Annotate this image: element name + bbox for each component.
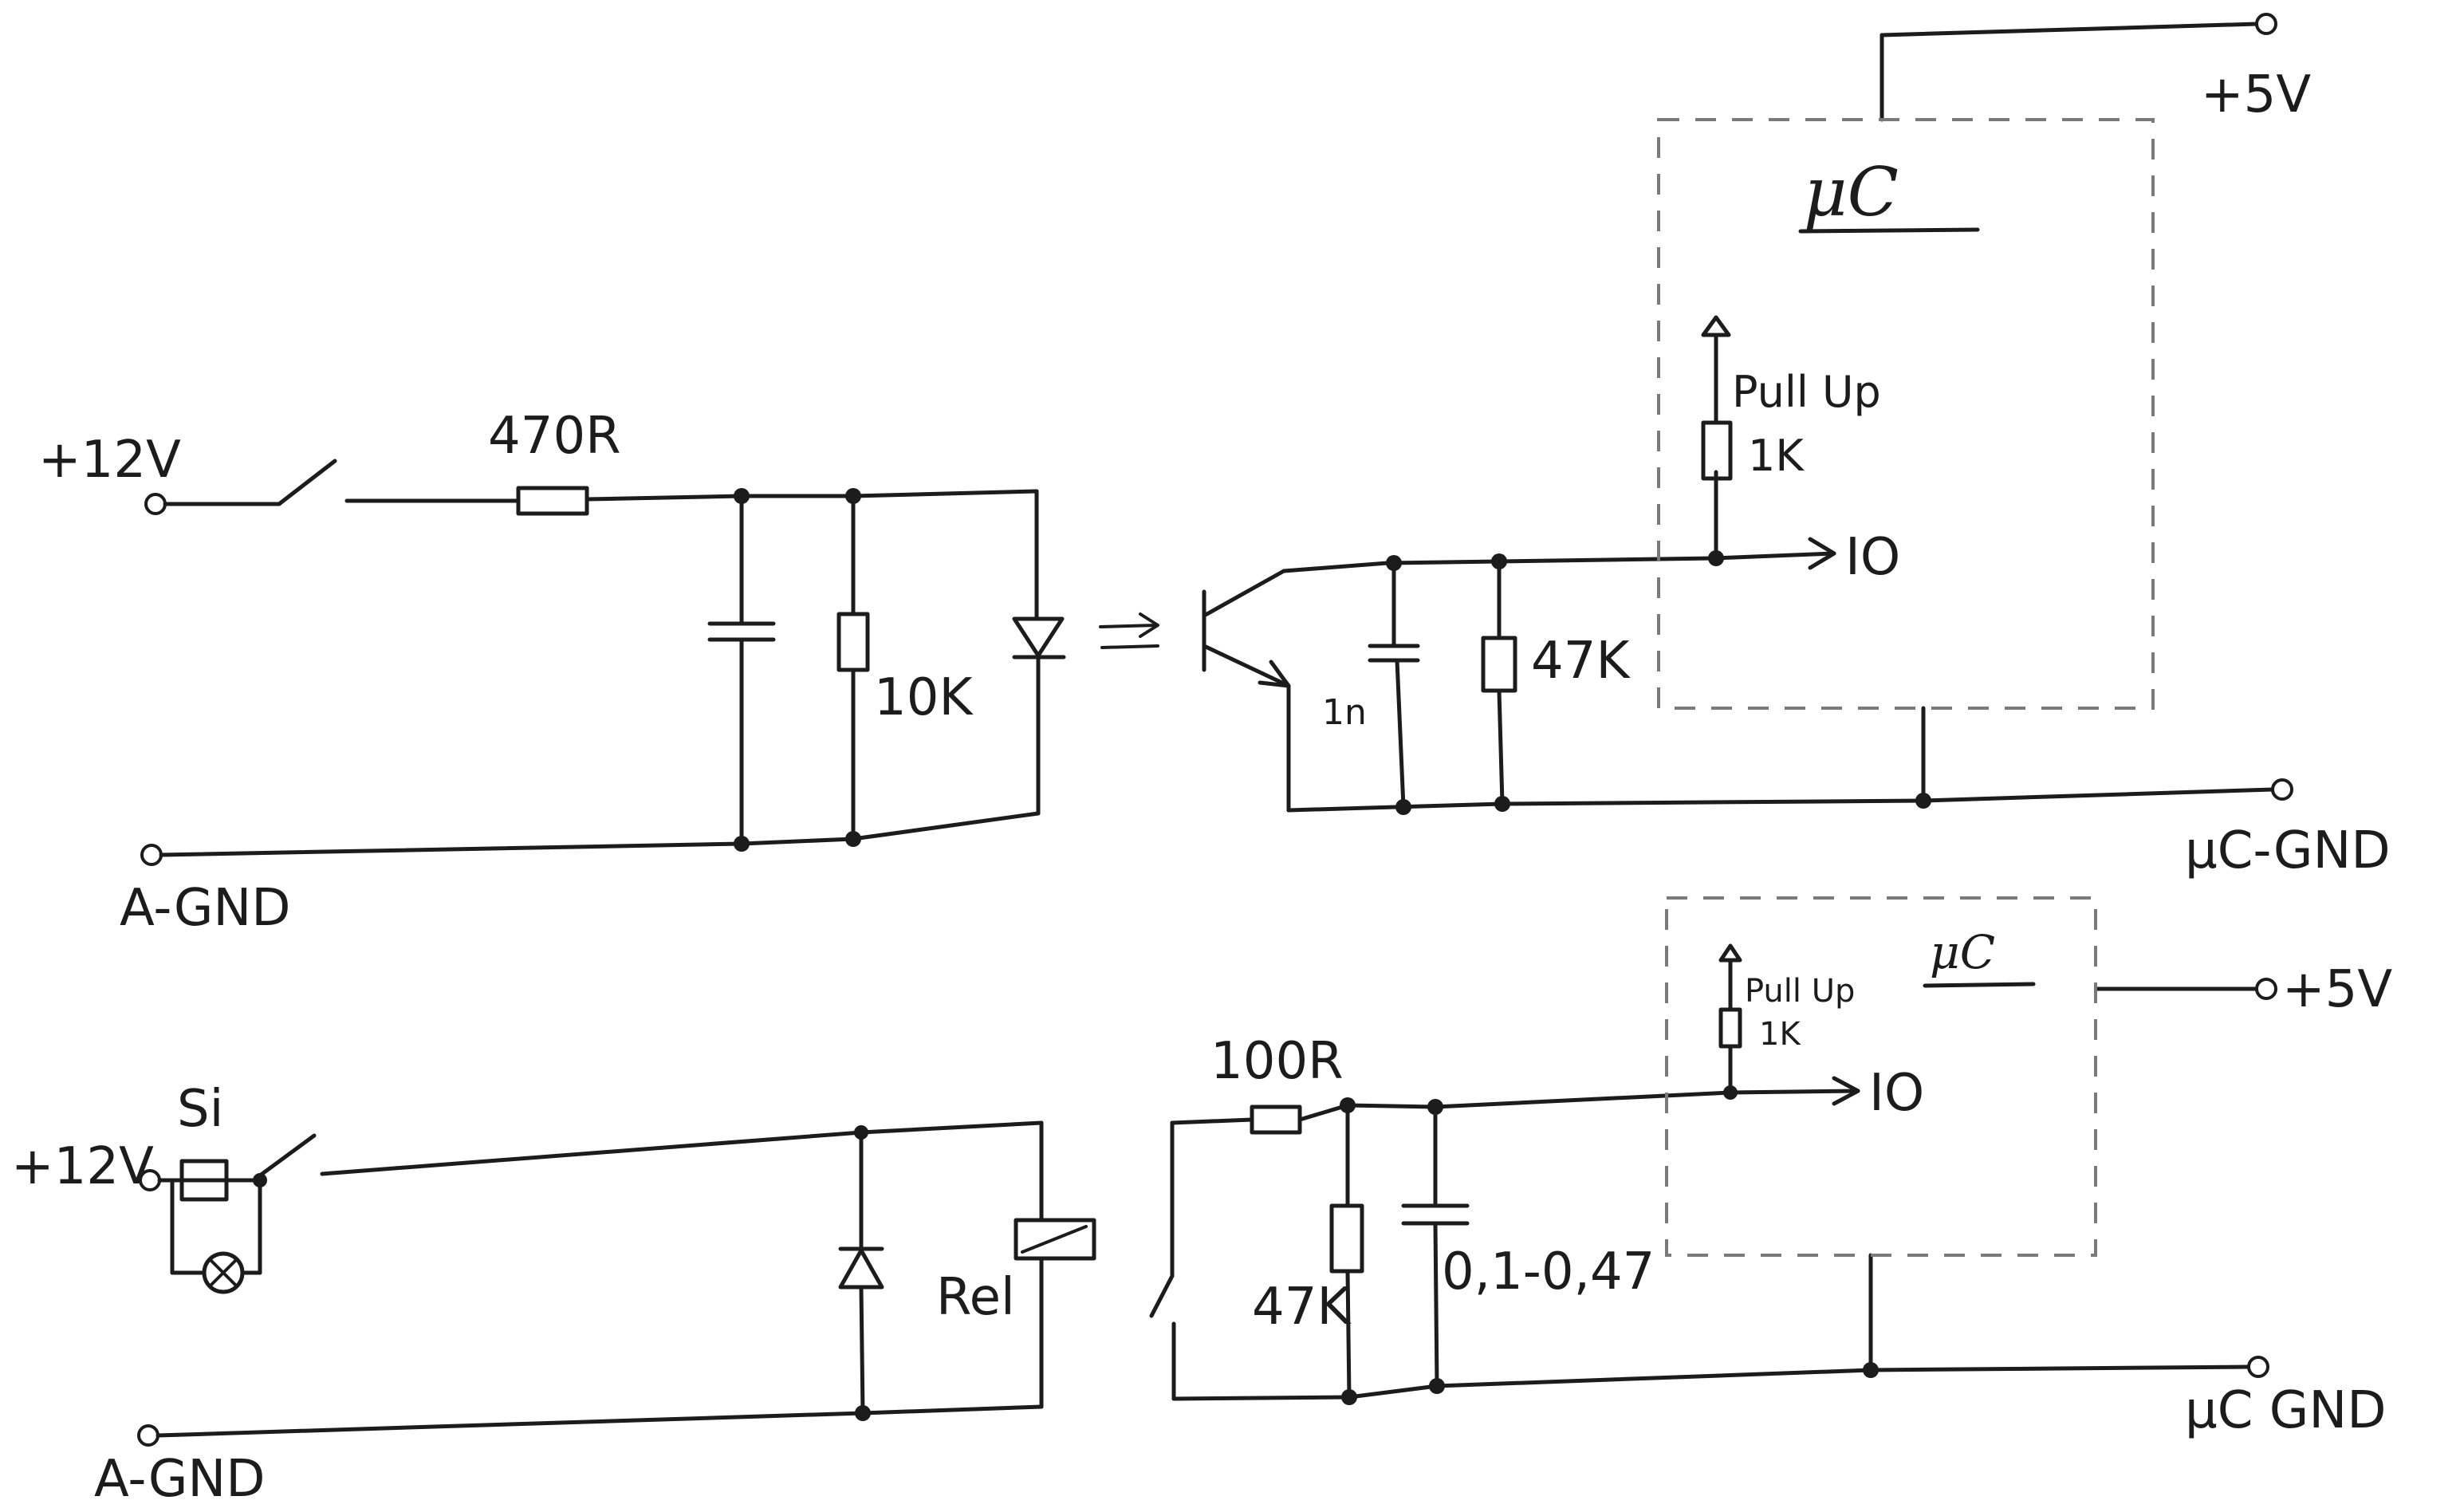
bottom-ground-terminal (137, 1424, 159, 1447)
pullup-resistor-top (1701, 420, 1733, 481)
resistor-47k-bottom-label: 47K (1252, 1278, 1352, 1337)
mcu-box-bottom (1665, 896, 2097, 1257)
bottom-ground-label: A-GND (94, 1450, 266, 1509)
bottom-ucgnd-terminal (2247, 1356, 2269, 1378)
relay-label: Rel (936, 1268, 1015, 1327)
bottom-supply-label: +12V (11, 1137, 154, 1196)
pullup-bottom-label: Pull Up (1745, 973, 1855, 1010)
bottom-ucgnd-label: μC GND (2185, 1381, 2387, 1440)
fuse-label: Si (177, 1080, 223, 1139)
top-supply-label: +12V (38, 431, 181, 490)
cap-bottom-label: 0,1-0,47 (1442, 1242, 1655, 1301)
resistor-10k-label: 10K (874, 668, 974, 727)
resistor-470r (516, 486, 589, 516)
top-circuit: +12V 470R 10K 1n 47K Pull Up 1K IO μC +5… (38, 13, 2391, 938)
resistor-100r (1250, 1104, 1302, 1135)
bottom-5v-label: +5V (2282, 960, 2392, 1019)
top-5v-terminal (2255, 13, 2277, 35)
top-switch (277, 459, 337, 506)
resistor-47k-top (1481, 636, 1517, 693)
optocoupler-led (1012, 616, 1065, 658)
top-supply-terminal (144, 493, 167, 515)
resistor-100r-label: 100R (1210, 1032, 1344, 1091)
mcu-box-top (1657, 118, 2155, 710)
top-ground-label: A-GND (120, 879, 291, 938)
resistor-470r-label: 470R (488, 407, 621, 466)
flyback-diode (838, 1248, 884, 1290)
top-ucgnd-terminal (2271, 778, 2293, 801)
pullup-arrow-top (1701, 315, 1731, 337)
top-5v-label: +5V (2201, 65, 2311, 124)
resistor-47k-bottom (1329, 1203, 1364, 1274)
pullup-top-label: Pull Up (1732, 367, 1881, 417)
pullup-resistor-bottom (1718, 1007, 1742, 1049)
bottom-switch (258, 1133, 317, 1178)
top-ucgnd-label: μC-GND (2185, 821, 2391, 880)
relay-coil (1014, 1218, 1096, 1261)
pullup-top-value: 1K (1748, 431, 1805, 481)
mcu-bottom-label: μC (1930, 925, 1995, 979)
io-top-label: IO (1845, 528, 1900, 587)
cap-1n-label: 1n (1322, 692, 1367, 733)
pullup-bottom-value: 1K (1759, 1016, 1801, 1053)
resistor-47k-top-label: 47K (1531, 632, 1631, 691)
mcu-top-label: μC (1804, 153, 1899, 231)
bottom-circuit: +12V Si Rel 100R 47K 0,1-0,47 Pull Up 1K… (11, 896, 2392, 1509)
io-bottom-label: IO (1869, 1064, 1924, 1123)
relay-contact (1149, 1274, 1175, 1318)
resistor-10k (836, 612, 870, 672)
pullup-arrow-bottom (1718, 943, 1742, 963)
bottom-5v-terminal (2255, 978, 2277, 1000)
top-ground-terminal (140, 844, 163, 866)
